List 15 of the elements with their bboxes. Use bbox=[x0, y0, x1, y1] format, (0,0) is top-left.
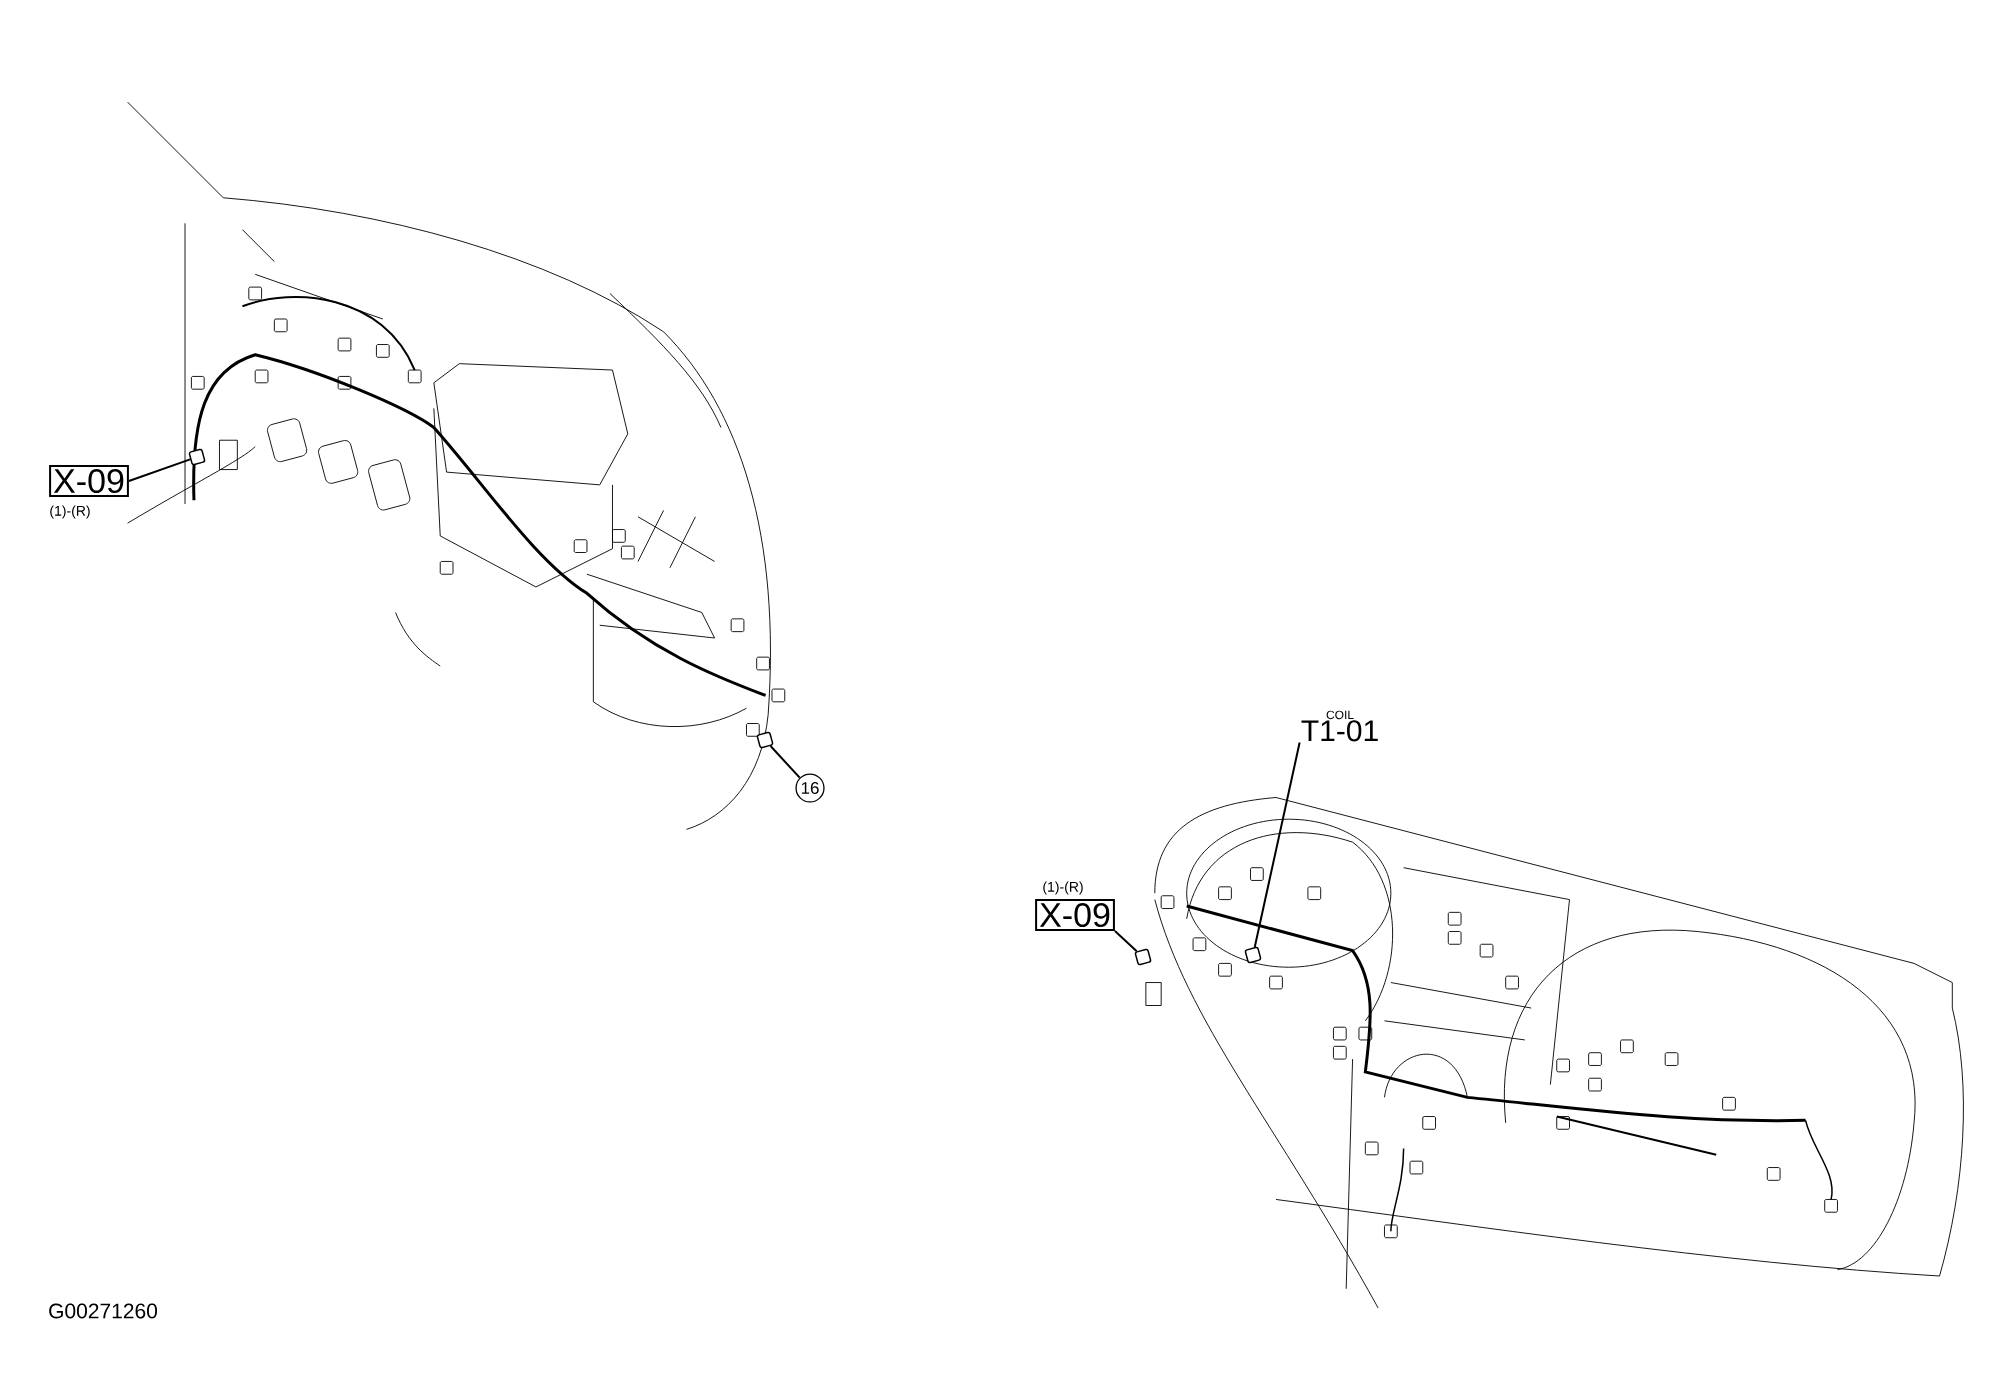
leader-line bbox=[769, 745, 801, 779]
connector-code: (1)-(R) bbox=[50, 505, 90, 519]
callout-number: 16 bbox=[795, 773, 825, 803]
connector-code: (1)-(R) bbox=[1043, 881, 1083, 895]
connector-symbol bbox=[188, 448, 206, 466]
connector-label: X-09 bbox=[1035, 898, 1115, 932]
connector-label: COIL T1-01 bbox=[1299, 709, 1381, 743]
connector-symbol bbox=[756, 731, 774, 749]
connector-symbol bbox=[1134, 948, 1152, 966]
leader-line bbox=[1253, 741, 1301, 949]
connector-label: X-09 bbox=[49, 464, 129, 498]
leader-line bbox=[1113, 930, 1138, 953]
connector-symbol bbox=[1244, 946, 1262, 964]
figure-code: G00271260 bbox=[49, 1303, 158, 1319]
leader-line bbox=[127, 458, 192, 482]
